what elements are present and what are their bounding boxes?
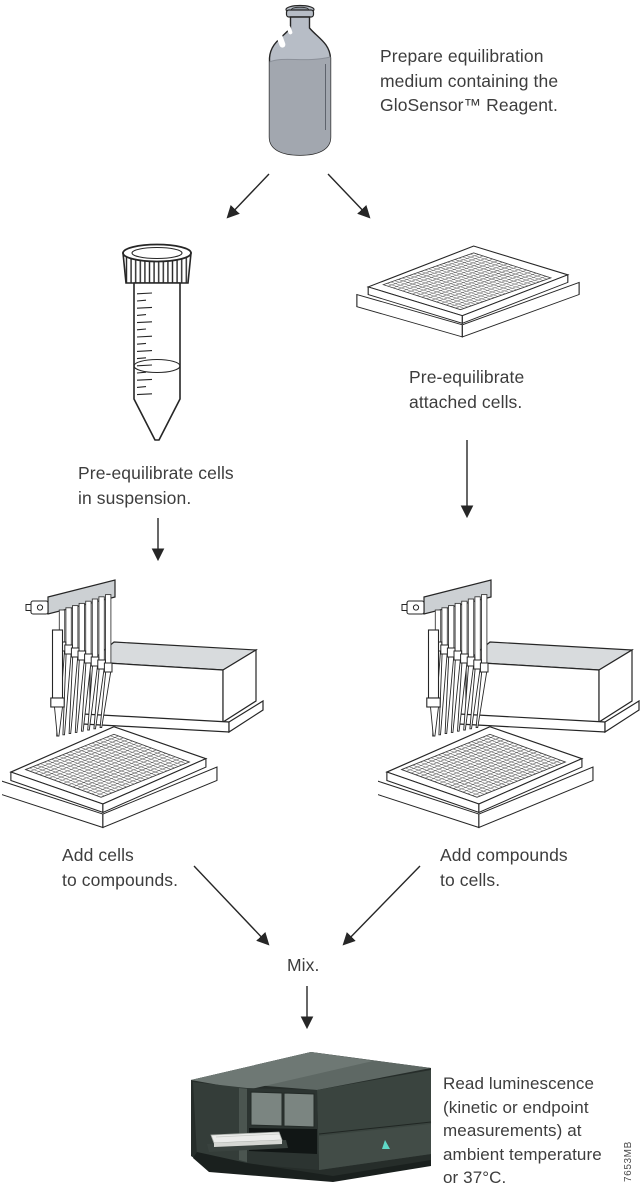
step-label-add-compounds: Add compounds to cells. [440,845,568,890]
step-label-prepare: Prepare equilibration medium containing … [380,46,559,115]
conical-tube-illustration [122,243,192,441]
arrow-left-to-mix [193,865,270,946]
reader-led [382,1140,390,1149]
step-label-read: Read luminescence (kinetic or endpoint m… [443,1074,602,1185]
step-label-mix: Mix. [287,955,320,975]
step-label-suspension: Pre-equilibrate cells in suspension. [78,463,234,508]
arrow-right-to-mix [342,865,421,946]
figure-part-number: 7653MB [623,1141,634,1182]
attached-cells-plate-illustration [356,245,580,338]
pipetting-rig-right-illustration [378,570,640,840]
pipetting-rig-left-illustration [2,570,282,840]
arrow-bottle-to-plate [327,173,371,219]
reagent-bottle-illustration [268,4,332,156]
step-label-attached: Pre-equilibrate attached cells. [409,367,525,412]
step-label-add-cells: Add cells to compounds. [62,845,179,890]
arrow-bottle-to-tube [226,173,270,219]
plate-reader-illustration [191,1052,432,1182]
